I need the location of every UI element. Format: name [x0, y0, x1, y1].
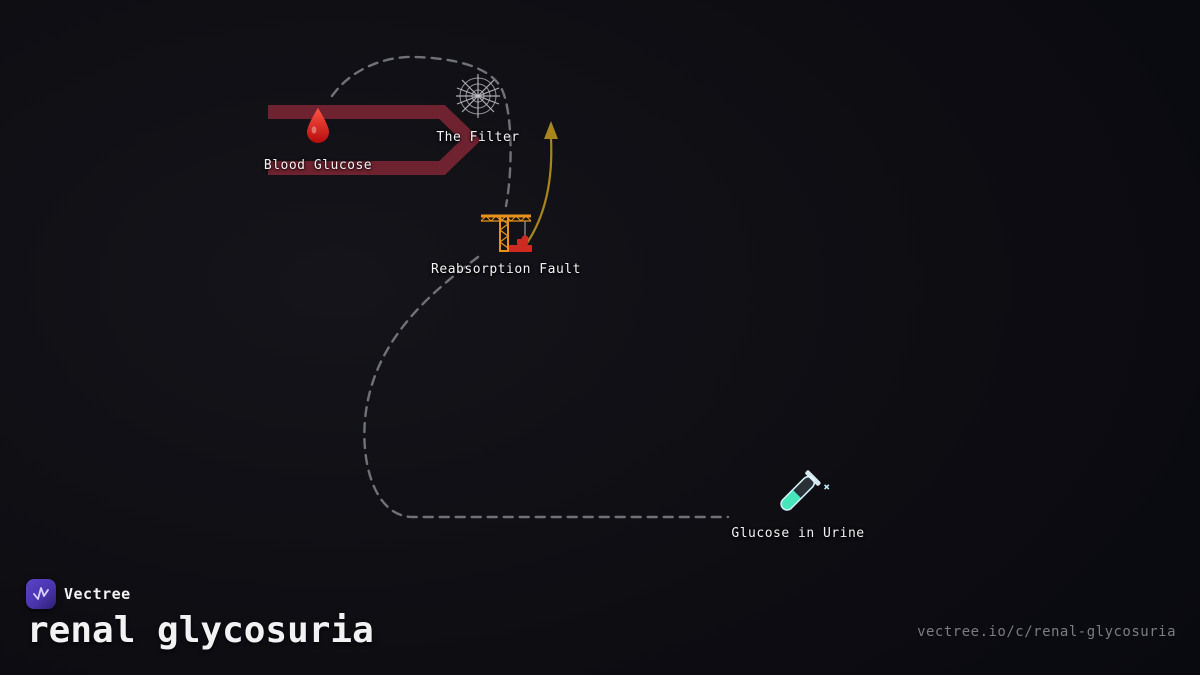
blood-flow-arrow-band: [268, 105, 482, 175]
escape-arrow-head: [544, 121, 558, 139]
page-url: vectree.io/c/renal-glycosuria: [917, 624, 1176, 640]
vectree-logo-glyph: [33, 587, 49, 600]
brand-name: Vectree: [64, 585, 131, 603]
construction-crane-icon: [480, 214, 532, 252]
spider-web-icon: [456, 74, 500, 118]
escape-arrow-line: [526, 137, 553, 244]
node-label-the-filter: The Filter: [436, 130, 520, 145]
blood-drop-icon: [307, 108, 329, 143]
vectree-logo: [26, 579, 56, 609]
path-glucose-to-filter: [330, 55, 512, 208]
path-fault-to-urine: [363, 255, 730, 519]
node-label-glucose-in-urine: Glucose in Urine: [731, 526, 865, 541]
test-tube-icon: [780, 470, 830, 511]
node-label-reabsorption-fault: Reabsorption Fault: [431, 262, 581, 277]
page-title: renal glycosuria: [27, 610, 374, 651]
node-label-blood-glucose: Blood Glucose: [263, 158, 373, 173]
